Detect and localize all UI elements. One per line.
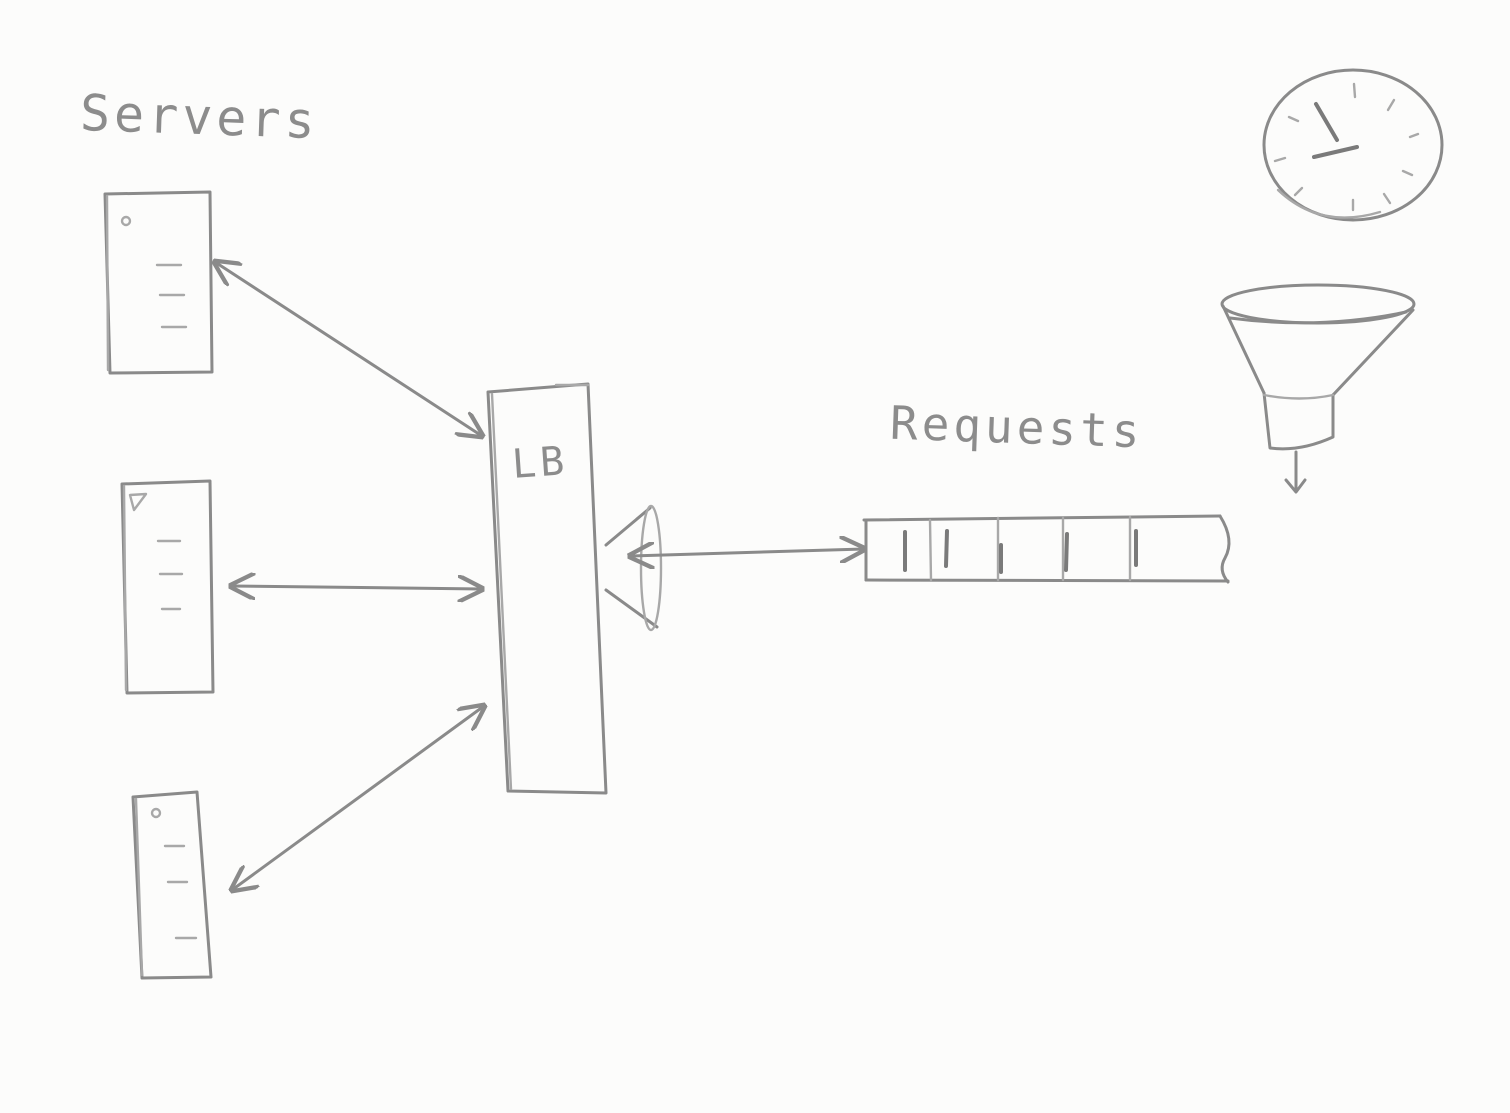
server-3-icon: [131, 790, 213, 980]
load-balancer-label: LB: [510, 438, 570, 488]
arrow-server1-lb: [215, 262, 482, 436]
clock-icon: [1262, 68, 1444, 222]
arrow-server2-lb: [231, 586, 482, 589]
requests-label: Requests: [889, 395, 1145, 459]
arrow-lb-queue: [630, 549, 864, 556]
arrow-server3-lb: [232, 706, 484, 890]
load-balancer-icon: [486, 382, 663, 795]
queue-icon: [862, 514, 1231, 584]
servers-label: Servers: [79, 83, 320, 151]
funnel-icon: [1220, 283, 1416, 494]
server-2-icon: [120, 479, 215, 695]
server-1-icon: [103, 190, 214, 375]
